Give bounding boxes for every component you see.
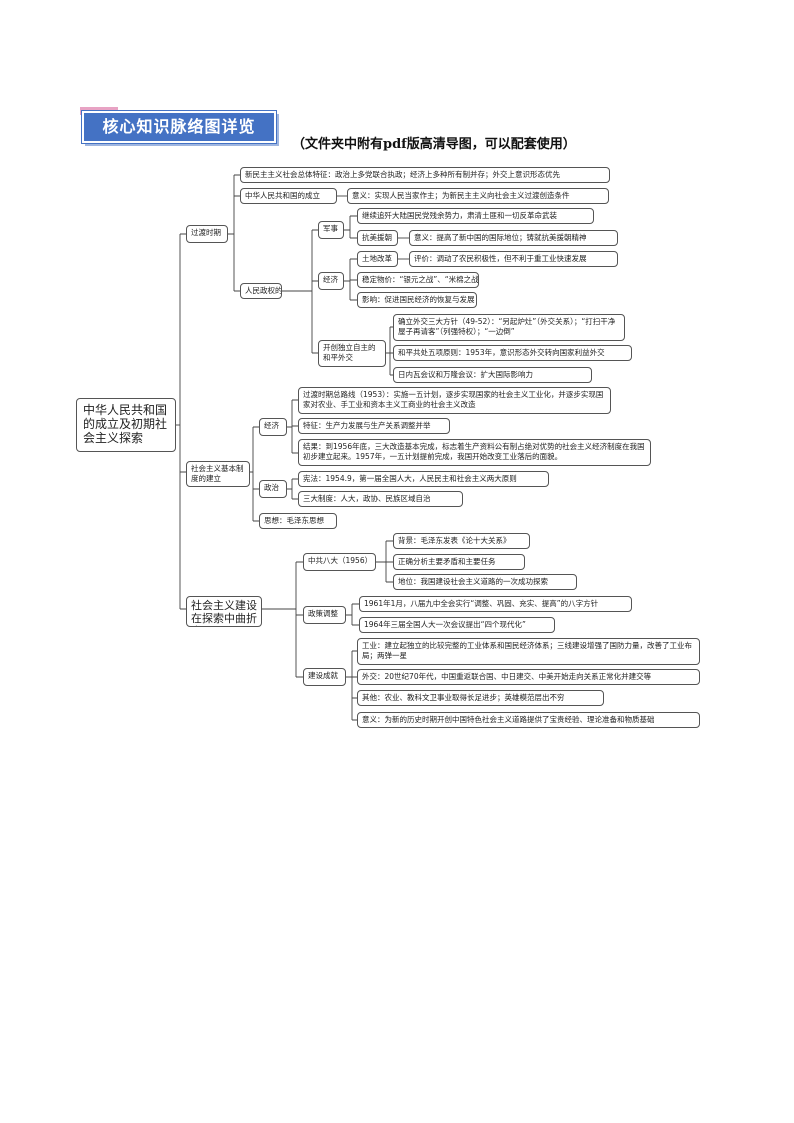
node-achievements: 建设成就 — [303, 668, 346, 686]
node-three-systems: 三大制度：人大，政协、民族区域自治 — [298, 491, 463, 507]
node-military-suppression: 继续追歼大陆国民党残余势力，肃清土匪和一切反革命武装 — [357, 208, 594, 224]
node-transformation-feature: 特征：生产力发展与生产关系调整并举 — [298, 418, 450, 434]
node-economy-2: 经济 — [259, 418, 287, 436]
node-main-contradiction: 正确分析主要矛盾和主要任务 — [393, 554, 525, 570]
node-8th-congress-status: 地位：我国建设社会主义道路的一次成功探索 — [393, 574, 577, 590]
node-korean-war-significance: 意义：提高了新中国的国际地位；铸就抗美援朝精神 — [409, 230, 618, 246]
node-prc-founding-significance: 意义：实现人民当家作主；为新民主主义向社会主义过渡创造条件 — [347, 188, 609, 204]
node-regime-consolidation: 人民政权的巩固 — [240, 283, 282, 299]
node-politics: 政治 — [259, 480, 287, 498]
node-diplomacy-70s: 外交：20世纪70年代，中国重返联合国、中日建交、中美开始走向关系正常化并建交等 — [357, 669, 700, 685]
node-exploration-significance: 意义：为新的历史时期开创中国特色社会主义道路提供了宝贵经验、理论准备和物质基础 — [357, 712, 700, 728]
node-land-reform-evaluation: 评价：调动了农民积极性，但不利于重工业快速发展 — [409, 251, 618, 267]
node-other-achievements: 其他：农业、教科文卫事业取得长足进步；英雄模范层出不穷 — [357, 690, 604, 706]
node-8th-congress: 中共八大（1956） — [303, 553, 376, 571]
node-diplomatic-policies: 确立外交三大方针（49-52）：“另起炉灶”（外交关系）；“打扫干净屋子再请客”… — [393, 314, 625, 341]
node-five-principles: 和平共处五项原则：1953年，意识形态外交转向国家利益外交 — [393, 345, 632, 361]
node-military: 军事 — [318, 221, 344, 239]
page-subtitle: （文件夹中附有pdf版高清导图，可以配套使用） — [292, 137, 576, 152]
node-eight-character-policy: 1961年1月，八届九中全会实行“调整、巩固、充实、提高”的八字方针 — [359, 596, 632, 612]
node-economy-1: 经济 — [318, 272, 344, 290]
node-new-democracy-features: 新民主主义社会总体特征：政治上多党联合执政；经济上多种所有制并存；外交上意识形态… — [240, 167, 610, 183]
node-peaceful-diplomacy: 开创独立自主的和平外交 — [318, 340, 386, 367]
node-transformation-result: 结果：到1956年底，三大改造基本完成，标志着生产资料公有制占绝对优势的社会主义… — [298, 439, 651, 466]
node-transition-period: 过渡时期 — [186, 225, 228, 243]
root-node: 中华人民共和国的成立及初期社会主义探索 — [76, 398, 176, 452]
node-price-stabilization: 稳定物价：“银元之战”、“米棉之战” — [357, 272, 479, 288]
page-title: 核心知识脉络图详览 — [82, 111, 276, 143]
node-four-modernizations: 1964年三届全国人大一次会议提出“四个现代化” — [359, 617, 555, 633]
node-ten-relations: 背景：毛泽东发表《论十大关系》 — [393, 533, 530, 549]
node-socialist-system: 社会主义基本制度的建立 — [186, 461, 250, 487]
node-industry: 工业：建立起独立的比较完整的工业体系和国民经济体系；三线建设增强了国防力量，改善… — [357, 638, 700, 665]
node-socialist-construction: 社会主义建设在探索中曲折发展 — [186, 596, 262, 627]
node-land-reform: 土地改革 — [357, 251, 398, 267]
node-thought: 思想：毛泽东思想 — [259, 513, 337, 529]
node-economy-impact: 影响：促进国民经济的恢复与发展 — [357, 292, 477, 308]
node-prc-founding: 中华人民共和国的成立 — [240, 188, 337, 204]
node-korean-war: 抗美援朝 — [357, 230, 398, 246]
node-general-line: 过渡时期总路线（1953）：实施一五计划，逐步实现国家的社会主义工业化，并逐步实… — [298, 387, 611, 414]
node-policy-adjustment: 政策调整 — [303, 606, 346, 624]
node-constitution: 宪法：1954.9，第一届全国人大，人民民主和社会主义两大原则 — [298, 471, 549, 487]
node-geneva-bandung: 日内瓦会议和万隆会议：扩大国际影响力 — [393, 367, 592, 383]
